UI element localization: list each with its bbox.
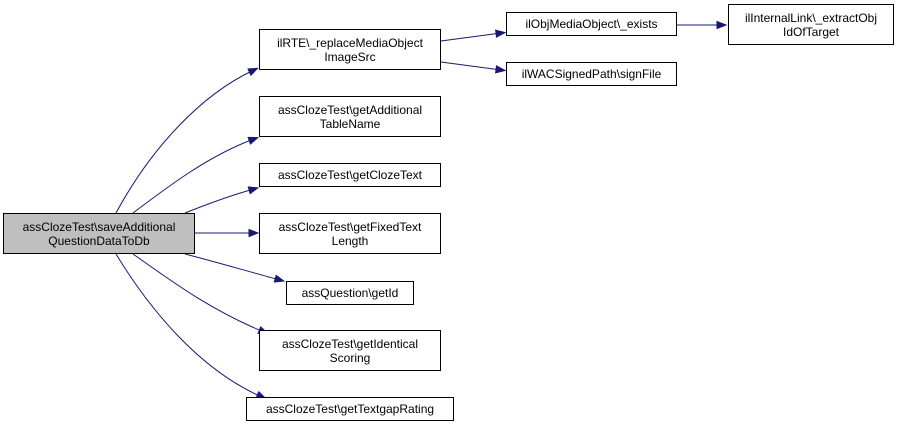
edge-root-to-get_identical_scoring: [132, 253, 265, 333]
edge-root-to-get_textgap_rating: [115, 253, 263, 398]
edge-root-to-get_cloze_text: [184, 188, 255, 214]
arrowhead-sign_file: [495, 65, 507, 74]
node-get-textgap-rating[interactable]: assClozeTest\getTextgapRating: [246, 397, 454, 421]
node-label-line1: assClozeTest\getIdentical: [281, 336, 419, 351]
node-label-line2: Length: [331, 233, 369, 248]
node-get-id[interactable]: assQuestion\getId: [286, 281, 414, 305]
node-label-line1: assQuestion\getId: [301, 286, 399, 300]
arrowhead-get_cloze_text: [247, 186, 260, 195]
edge-replace_media-to-sign_file: [440, 61, 502, 71]
node-label-line1: assClozeTest\saveAdditional: [22, 219, 176, 234]
edge-root-to-get_additional_table: [132, 138, 255, 214]
node-get-cloze-text[interactable]: assClozeTest\getClozeText: [259, 163, 441, 187]
node-label-line1: assClozeTest\getAdditional: [277, 102, 423, 117]
edge-replace_media-to-media_exists: [440, 32, 502, 42]
node-label-line1: ilObjMediaObject\_exists: [525, 17, 658, 31]
arrowhead-replace_media: [247, 67, 259, 77]
node-internal-link-extract-obj-id-of-target[interactable]: ilInternalLink\_extractObj IdOfTarget: [728, 4, 894, 45]
arrowhead-get_id: [273, 274, 286, 283]
node-label-line1: assClozeTest\getFixedText: [278, 219, 422, 234]
node-label-line1: ilRTE\_replaceMediaObject: [277, 35, 423, 50]
node-get-fixed-text-length[interactable]: assClozeTest\getFixedText Length: [259, 213, 441, 254]
edge-root-to-replace_media: [115, 69, 255, 214]
node-label-line2: IdOfTarget: [782, 24, 840, 39]
node-get-additional-table-name[interactable]: assClozeTest\getAdditional TableName: [259, 96, 441, 137]
arrowhead-get_additional_table: [247, 136, 260, 145]
arrowhead-extract_obj_id: [716, 20, 728, 30]
node-label-line1: ilWACSignedPath\signFile: [521, 67, 662, 81]
node-label-line2: QuestionDataToDb: [48, 233, 150, 248]
node-label-line2: ImageSrc: [324, 49, 376, 64]
node-label-line1: assClozeTest\getTextgapRating: [265, 402, 435, 416]
node-wac-signed-path-sign-file[interactable]: ilWACSignedPath\signFile: [506, 62, 677, 86]
arrowhead-media_exists: [495, 29, 507, 38]
node-obj-media-object-exists[interactable]: ilObjMediaObject\_exists: [506, 12, 677, 36]
node-label-line2: TableName: [319, 116, 381, 131]
node-get-identical-scoring[interactable]: assClozeTest\getIdentical Scoring: [259, 330, 441, 371]
edge-root-to-get_id: [184, 253, 281, 281]
node-save-additional-question-data-to-db[interactable]: assClozeTest\saveAdditional QuestionData…: [3, 213, 195, 254]
node-label-line2: Scoring: [329, 350, 371, 365]
node-label-line1: assClozeTest\getClozeText: [277, 168, 423, 182]
node-label-line1: ilInternalLink\_extractObj: [744, 10, 878, 25]
node-replace-media-object-image-src[interactable]: ilRTE\_replaceMediaObject ImageSrc: [259, 29, 441, 70]
arrowhead-get_fixed_text_length: [248, 228, 260, 238]
